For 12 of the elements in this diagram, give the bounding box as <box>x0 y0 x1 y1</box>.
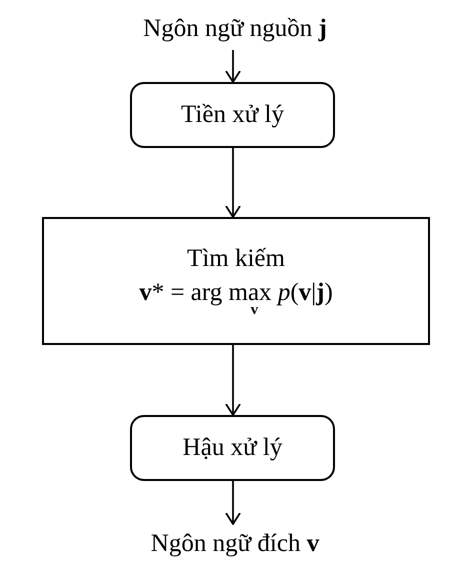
arrow <box>225 345 241 416</box>
arrow <box>225 148 241 218</box>
box-label: Tìm kiếm <box>187 244 285 274</box>
flow-label: Ngôn ngữ nguồn j <box>143 14 327 44</box>
arrow <box>225 481 241 525</box>
process-box <box>130 82 335 148</box>
process-box <box>42 217 430 345</box>
process-box <box>130 415 335 481</box>
box-label: Hậu xử lý <box>182 433 282 464</box>
box-label: Tiền xử lý <box>181 100 284 130</box>
flow-label: Ngôn ngữ đích v <box>150 529 320 560</box>
arrow <box>225 50 241 83</box>
